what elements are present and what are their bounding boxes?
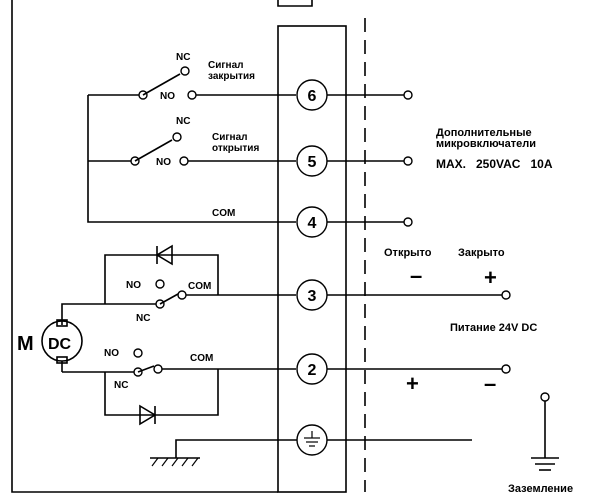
com-label-4: COM [212, 208, 235, 219]
terminal-block [277, 25, 347, 493]
switch-close-no: NO [160, 91, 175, 102]
motor-letter: M [17, 333, 34, 355]
switch-open-label-2: открытия [212, 143, 259, 154]
motor-lower-nc: NC [114, 380, 128, 391]
terminal-5: 5 [296, 145, 328, 177]
terminal-3: 3 [296, 279, 328, 311]
switch-close-signal: NC NO Сигнал закрытия [88, 52, 296, 102]
switch-open-label-1: Сигнал [212, 132, 248, 143]
terminal-4-label: 4 [308, 215, 317, 232]
terminal-3-label: 3 [308, 288, 317, 305]
direction-open-label: Открыто [384, 247, 432, 259]
earth-ground: Заземление [508, 392, 573, 495]
polarity-minus-power: – [484, 371, 496, 396]
com-rail [87, 95, 296, 223]
extra-switches-rating: MAX. 250VAC 10A [436, 157, 553, 171]
polarity-plus-power: + [406, 371, 419, 396]
terminal-2: 2 [296, 353, 328, 385]
extra-switches-title-2: микровключатели [436, 138, 536, 150]
power-label: Питание 24V DC [450, 322, 537, 334]
motor-upper-nc: NC [136, 313, 150, 324]
motor-lower-no: NO [104, 348, 119, 359]
motor-upper-com: COM [188, 281, 211, 292]
switch-open-no: NO [156, 157, 171, 168]
terminal-6-label: 6 [308, 88, 317, 105]
terminal-4: 4 [296, 206, 328, 238]
motor-switch-lower: NO COM NC [62, 348, 296, 426]
switch-open-signal: NC NO Сигнал открытия [88, 116, 296, 168]
ground-label: Заземление [508, 483, 573, 495]
extra-switches-title-1: Дополнительные [436, 127, 532, 139]
terminal-2-label: 2 [308, 362, 317, 379]
output-wires [327, 90, 511, 441]
polarity-minus-open: – [410, 263, 422, 288]
motor-type: DC [48, 336, 72, 353]
motor-lower-com: COM [190, 353, 213, 364]
motor-switch-upper: NO COM NC [104, 244, 296, 324]
direction-close-label: Закрыто [458, 247, 505, 259]
switch-open-nc: NC [176, 116, 190, 127]
terminal-5-label: 5 [308, 154, 317, 171]
switch-close-label-2: закрытия [208, 71, 255, 82]
switch-close-nc: NC [176, 52, 190, 63]
terminal-6: 6 [296, 79, 328, 111]
motor-upper-no: NO [126, 280, 141, 291]
motor: M DC [17, 303, 105, 372]
housing-outline [11, 0, 313, 493]
terminal-ground [296, 424, 328, 456]
polarity-plus-close: + [484, 265, 497, 290]
switch-close-label-1: Сигнал [208, 60, 244, 71]
chassis-ground [150, 439, 297, 467]
